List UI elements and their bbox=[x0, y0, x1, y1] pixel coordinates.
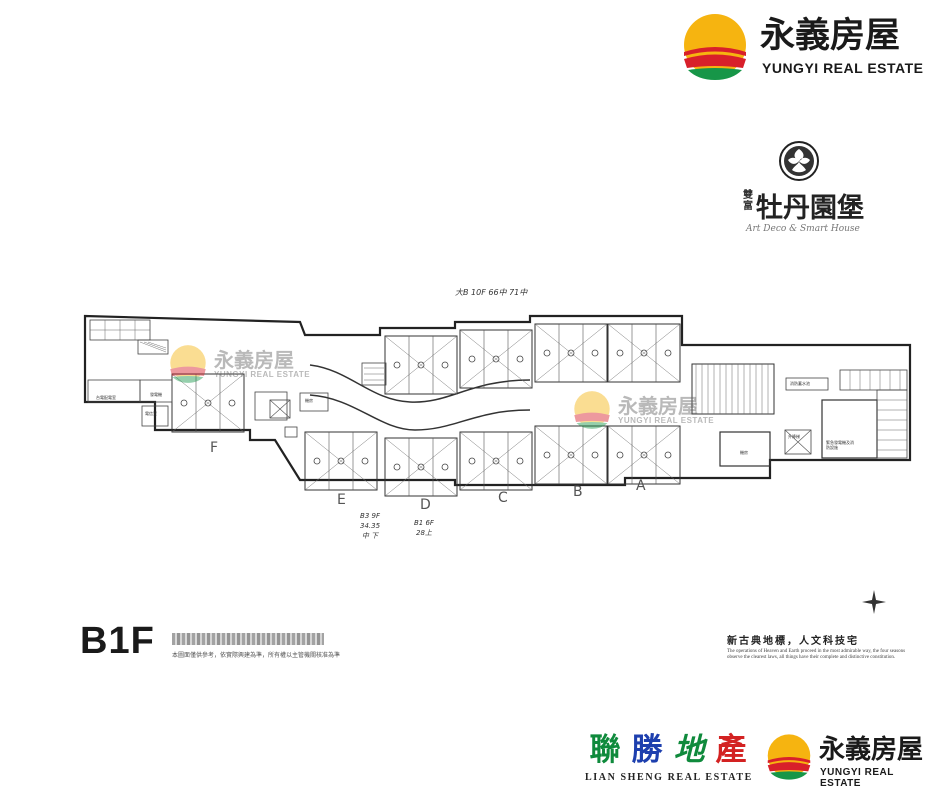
yungyi-name-en: YUNGYI REAL ESTATE bbox=[762, 60, 924, 76]
yungyi-name-zh: 永義房屋 bbox=[760, 16, 901, 56]
yungyi-bottom-name-en: YUNGYI REAL ESTATE bbox=[820, 767, 894, 789]
compass-icon bbox=[862, 590, 886, 614]
note-d-line-1: B1 6F bbox=[414, 519, 434, 527]
note-d-line-2: 28上 bbox=[416, 529, 432, 537]
floor-label: B1F bbox=[80, 620, 155, 662]
project-logo: 雙富 牡丹園堡 Art Deco & Smart House bbox=[740, 140, 890, 240]
yungyi-logo-top: 永義房屋 YUNGYI REAL ESTATE bbox=[680, 12, 930, 82]
slogan-title: 新古典地標，人文科技宅 bbox=[727, 636, 859, 647]
zone-label-e: E bbox=[337, 492, 346, 508]
ls-char-1: 聯 bbox=[589, 732, 621, 768]
room-label-emergency: 緊急發電機及消防設施 bbox=[826, 440, 854, 450]
handwritten-note-e: B3 9F 34.35 中 下 bbox=[360, 511, 380, 541]
ls-char-3: 地 bbox=[673, 732, 705, 768]
zone-label-a: A bbox=[636, 478, 646, 494]
disclaimer-text: 本圖面僅供參考，依實際興建為準，所有權以主管機關核准為準 bbox=[172, 652, 341, 659]
handwritten-top-note: 大B 10F 66中 71中 bbox=[455, 288, 528, 297]
room-label-machine-1: 機房 bbox=[305, 398, 313, 403]
note-e-line-1: B3 9F bbox=[360, 512, 380, 520]
liansheng-logo: 聯 勝 地 產 LIAN SHENG REAL ESTATE bbox=[585, 732, 755, 784]
note-e-line-2: 34.35 bbox=[360, 522, 381, 530]
room-label-elevator: 升降梯 bbox=[788, 434, 800, 439]
ls-char-4: 產 bbox=[715, 732, 747, 768]
room-label-generator: 發電機 bbox=[150, 392, 162, 397]
note-e-line-3: 中 下 bbox=[361, 532, 379, 540]
handwritten-note-d: B1 6F 28上 bbox=[414, 518, 434, 538]
room-label-telecom: 電信室 bbox=[145, 411, 157, 416]
project-vertical-text: 雙富 bbox=[743, 190, 753, 212]
peony-emblem-icon bbox=[779, 141, 819, 181]
zone-label-f: F bbox=[210, 440, 219, 456]
zone-label-b: B bbox=[573, 484, 583, 500]
zone-label-c: C bbox=[498, 490, 508, 506]
yungyi-logo-bottom: 永義房屋 YUNGYI REAL ESTATE bbox=[765, 733, 935, 789]
floor-plan-drawing bbox=[83, 314, 912, 497]
slogan-text: The operations of Heaven and Earth proce… bbox=[727, 649, 906, 660]
room-label-machine-2: 機房 bbox=[740, 450, 748, 455]
room-label-power: 台電配電室 bbox=[96, 395, 116, 400]
project-subtitle: Art Deco & Smart House bbox=[746, 224, 860, 234]
liansheng-name-en: LIAN SHENG REAL ESTATE bbox=[585, 772, 753, 783]
room-label-water-tank: 消防蓄水池 bbox=[790, 381, 810, 386]
ls-char-2: 勝 bbox=[631, 732, 663, 768]
yungyi-sun-emblem-icon bbox=[684, 14, 746, 80]
project-name: 牡丹園堡 bbox=[756, 193, 864, 224]
yungyi-sun-emblem-icon bbox=[767, 734, 811, 780]
yungyi-bottom-name-zh: 永義房屋 bbox=[819, 735, 924, 765]
caption-bar bbox=[172, 633, 324, 645]
zone-label-d: D bbox=[420, 497, 431, 513]
